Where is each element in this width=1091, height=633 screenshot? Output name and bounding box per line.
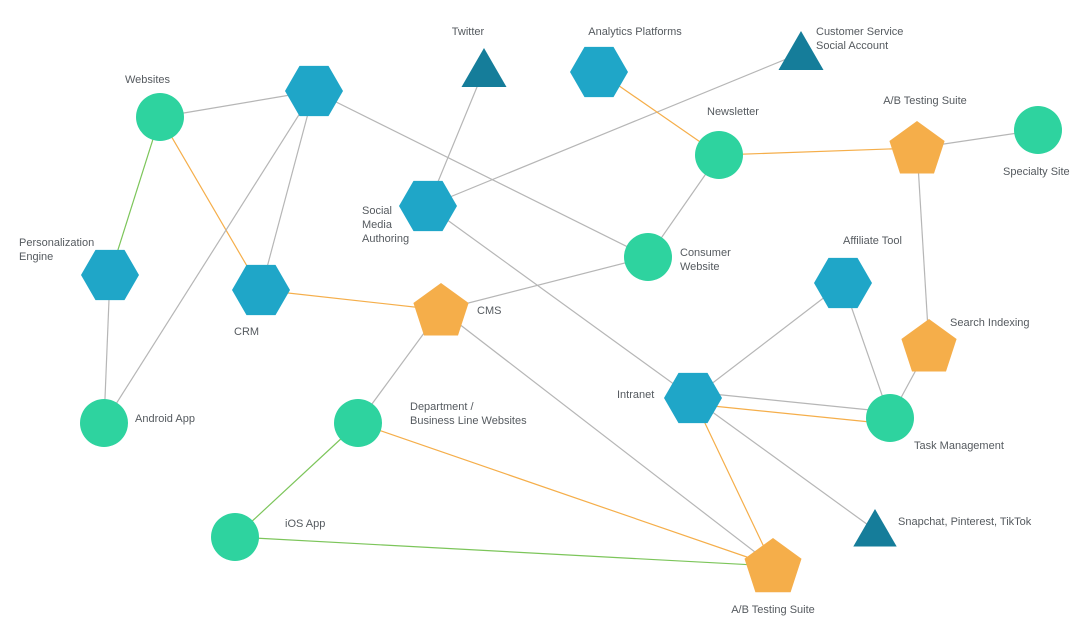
node-search-indexing-pentagon-icon[interactable] [901, 319, 957, 372]
node-label-line: A/B Testing Suite [883, 95, 967, 107]
edge-newsletter-to-ab-testing-top [718, 147, 918, 156]
node-analytics-hexagon-icon[interactable] [570, 46, 628, 98]
labels-layer: Websites Twitter Analytics Platforms Custom… [19, 26, 1070, 616]
edge-hub-top-to-android [103, 90, 315, 424]
node-label-line: Snapchat, Pinterest, TikTok [898, 516, 1032, 528]
edge-intranet-to-snapchat [692, 397, 876, 531]
node-personalization-hexagon-icon[interactable] [81, 249, 139, 301]
node-label-line: Websites [125, 74, 171, 86]
node-crm-hexagon-icon[interactable] [232, 264, 290, 316]
node-label-snapchat: Snapchat, Pinterest, TikTok [898, 516, 1032, 528]
node-ab-testing-bottom-pentagon-icon[interactable] [744, 538, 802, 593]
node-consumer-website-circle-icon[interactable] [624, 233, 672, 281]
node-label-line: Media [362, 219, 393, 231]
node-label-newsletter: Newsletter [707, 106, 759, 118]
node-department-circle-icon[interactable] [334, 399, 382, 447]
node-newsletter-circle-icon[interactable] [695, 131, 743, 179]
node-label-line: Affiliate Tool [843, 235, 902, 247]
node-label-line: Newsletter [707, 106, 759, 118]
node-social-media-hexagon-icon[interactable] [399, 180, 457, 232]
node-label-line: Business Line Websites [410, 415, 527, 427]
edge-department-to-ios [234, 422, 359, 538]
node-label-task-management: Task Management [914, 440, 1004, 452]
node-affiliate-hexagon-icon[interactable] [814, 257, 872, 309]
node-label-websites: Websites [125, 74, 171, 86]
node-label-ios: iOS App [285, 518, 325, 530]
edge-intranet-to-task-management [692, 391, 891, 413]
node-label-department: Department / Business Line Websites [410, 401, 527, 427]
edge-crm-to-cms [260, 289, 442, 311]
node-label-line: CMS [477, 305, 501, 317]
node-hub-top-hexagon-icon[interactable] [285, 65, 343, 117]
node-twitter-triangle-icon[interactable] [461, 48, 507, 87]
node-label-analytics: Analytics Platforms [588, 26, 682, 38]
node-label-cms: CMS [477, 305, 501, 317]
node-ios-circle-icon[interactable] [211, 513, 259, 561]
node-label-specialty-site: Specialty Site [1003, 166, 1070, 178]
edge-affiliate-to-intranet [692, 282, 844, 399]
nodes-layer [80, 31, 1062, 593]
node-label-crm: CRM [234, 326, 259, 338]
node-label-line: Analytics Platforms [588, 26, 682, 38]
edge-cms-to-ab-testing-bottom [440, 309, 774, 567]
node-label-line: Intranet [617, 389, 654, 401]
edge-intranet-to-task-management [692, 403, 891, 425]
node-label-line: Website [680, 261, 720, 273]
node-label-intranet: Intranet [617, 389, 654, 401]
node-websites-circle-icon[interactable] [136, 93, 184, 141]
node-label-android: Android App [135, 413, 195, 425]
node-label-line: Personalization [19, 237, 94, 249]
node-label-line: Customer Service [816, 26, 903, 38]
node-label-line: iOS App [285, 518, 325, 530]
edge-intranet-to-ab-testing-bottom [692, 397, 774, 567]
node-label-twitter: Twitter [452, 26, 485, 38]
edge-websites-to-personalization [109, 116, 161, 276]
edge-ios-to-ab-testing-bottom [234, 536, 774, 567]
edge-websites-to-crm [159, 116, 262, 291]
node-label-search-indexing: Search Indexing [950, 317, 1030, 329]
node-label-line: Department / [410, 401, 475, 413]
node-label-line: Twitter [452, 26, 485, 38]
node-label-ab-testing-top: A/B Testing Suite [883, 95, 967, 107]
node-label-line: Consumer [680, 247, 731, 259]
node-snapchat-triangle-icon[interactable] [853, 509, 897, 547]
node-label-line: Social [362, 205, 392, 217]
edge-consumer-website-to-cms [440, 256, 649, 311]
node-ab-testing-top-pentagon-icon[interactable] [889, 121, 945, 174]
node-label-affiliate: Affiliate Tool [843, 235, 902, 247]
node-label-line: A/B Testing Suite [731, 604, 815, 616]
node-label-line: Specialty Site [1003, 166, 1070, 178]
node-label-line: Search Indexing [950, 317, 1030, 329]
node-label-line: Android App [135, 413, 195, 425]
node-label-ab-testing-bottom: A/B Testing Suite [731, 604, 815, 616]
node-label-line: Social Account [816, 40, 888, 52]
node-android-circle-icon[interactable] [80, 399, 128, 447]
edge-department-to-ab-testing-bottom [357, 422, 774, 567]
edge-hub-top-to-consumer-website [313, 90, 649, 258]
node-customer-service-triangle-icon[interactable] [778, 31, 824, 70]
node-label-line: Engine [19, 251, 53, 263]
edge-social-media-to-intranet [427, 205, 694, 399]
node-label-line: Task Management [914, 440, 1004, 452]
node-label-line: CRM [234, 326, 259, 338]
node-intranet-hexagon-icon[interactable] [664, 372, 722, 424]
node-label-line: Authoring [362, 233, 409, 245]
node-task-management-circle-icon[interactable] [866, 394, 914, 442]
edge-customer-service-to-social-media [427, 52, 802, 207]
edge-ab-testing-top-to-search-indexing [916, 147, 930, 347]
edge-hub-top-to-crm [260, 90, 315, 291]
node-specialty-site-circle-icon[interactable] [1014, 106, 1062, 154]
node-cms-pentagon-icon[interactable] [413, 283, 469, 336]
